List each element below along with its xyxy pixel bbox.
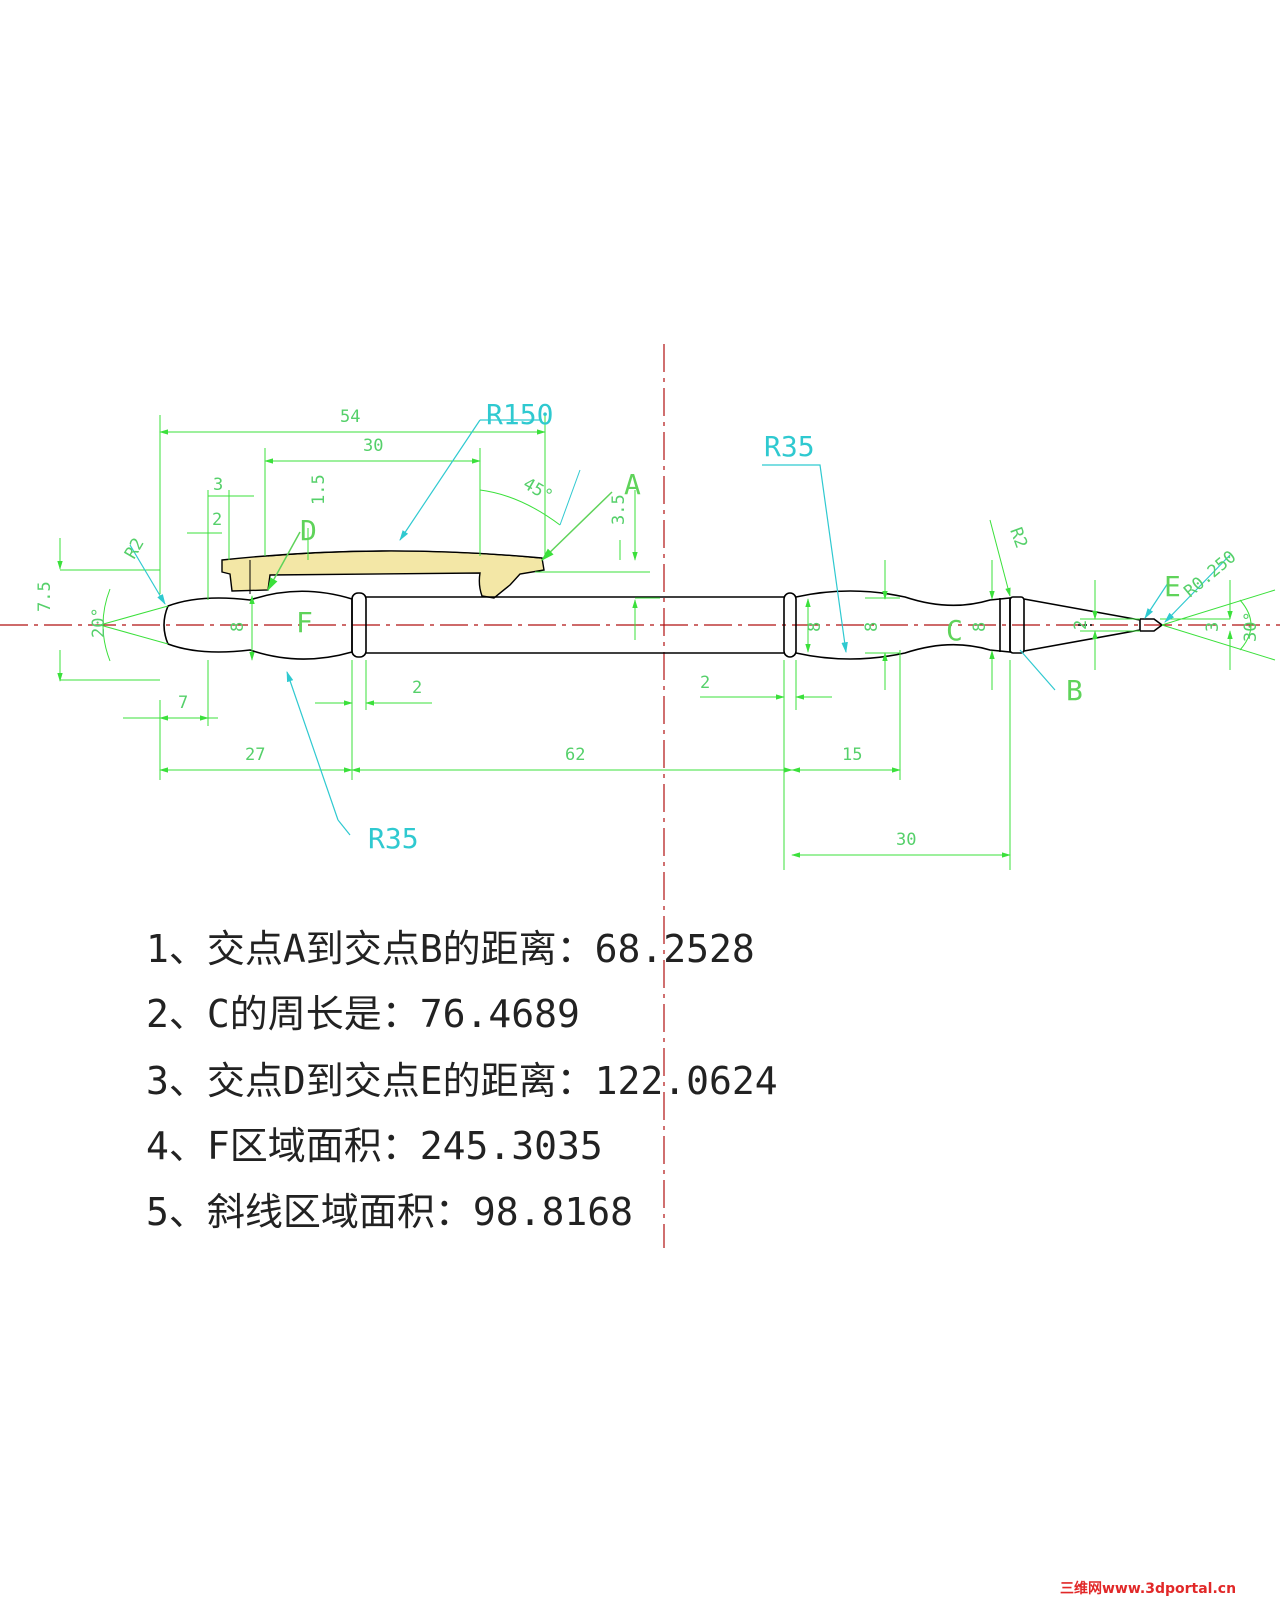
question-1: 1、交点A到交点B的距离：68.2528 <box>146 927 755 971</box>
question-3: 3、交点D到交点E的距离：122.0624 <box>146 1059 778 1103</box>
leader-lines <box>129 419 1231 836</box>
question-2: 2、C的周长是：76.4689 <box>146 992 580 1036</box>
label-F: F <box>296 606 313 639</box>
dim-30-bottom: 30 <box>896 830 916 850</box>
dim-2-grip: 2 <box>700 673 710 693</box>
label-r35-bottom: R35 <box>368 822 419 855</box>
dim-54: 54 <box>340 407 360 427</box>
dim-r0_25: R0.250 <box>1180 547 1240 602</box>
dim-r2-right: R2 <box>1005 525 1031 551</box>
label-D: D <box>300 514 317 547</box>
dim-8-grip-b: 8 <box>862 622 882 632</box>
dim-8-cap: 8 <box>228 622 248 632</box>
label-E: E <box>1164 570 1181 603</box>
dim-3-tip: 3 <box>1203 622 1223 632</box>
dim-r2-left: R2 <box>121 535 149 563</box>
dim-8-grip-a: 8 <box>805 622 825 632</box>
question-list: 1、交点A到交点B的距离：68.2528 2、C的周长是：76.4689 3、交… <box>146 927 778 1234</box>
dim-62: 62 <box>565 745 585 765</box>
dim-27: 27 <box>245 745 265 765</box>
dim-1_5: 1.5 <box>309 474 329 505</box>
dim-30-top: 30 <box>363 436 383 456</box>
dim-2-ring: 2 <box>412 678 422 698</box>
clip-shaded-region <box>221 550 545 599</box>
dim-2-top: 2 <box>212 510 222 530</box>
pen-clip <box>221 550 545 599</box>
dimension-texts: 54 30 3 2 1.5 45° 3.5 7.5 20° R2 8 7 2 2… <box>35 407 1261 850</box>
dim-2-tip: 2 <box>1071 620 1091 630</box>
dim-30-deg: 30° <box>1241 611 1261 642</box>
dim-8-grip-c: 8 <box>970 622 990 632</box>
dimension-lines <box>57 415 1276 870</box>
pen-cone <box>1023 598 1141 652</box>
label-r150: R150 <box>486 398 553 431</box>
dim-20-deg: 20° <box>89 607 109 638</box>
dim-3_5: 3.5 <box>609 494 629 525</box>
dim-7: 7 <box>178 693 188 713</box>
pen-cap-left <box>163 590 353 660</box>
point-markers <box>267 491 613 592</box>
label-A: A <box>624 468 641 501</box>
dim-15: 15 <box>842 745 862 765</box>
watermark: 三维网www.3dportal.cn <box>1060 1580 1236 1597</box>
tip-ring <box>1009 596 1025 654</box>
question-5: 5、斜线区域面积：98.8168 <box>146 1190 633 1234</box>
grip-ring <box>783 592 797 658</box>
callout-labels: R150 R35 R35 A B C D E F <box>296 398 1181 855</box>
label-B: B <box>1066 674 1083 707</box>
clip-arc-top <box>267 550 541 559</box>
pen-body <box>163 590 1164 660</box>
dim-7_5: 7.5 <box>35 581 55 612</box>
cap-ring <box>351 592 367 658</box>
dim-3: 3 <box>213 475 223 495</box>
label-C: C <box>946 614 963 647</box>
question-4: 4、F区域面积：245.3035 <box>146 1124 603 1168</box>
center-lines <box>0 344 1280 1248</box>
label-r35-top: R35 <box>764 430 815 463</box>
dim-45-deg: 45° <box>520 474 557 507</box>
